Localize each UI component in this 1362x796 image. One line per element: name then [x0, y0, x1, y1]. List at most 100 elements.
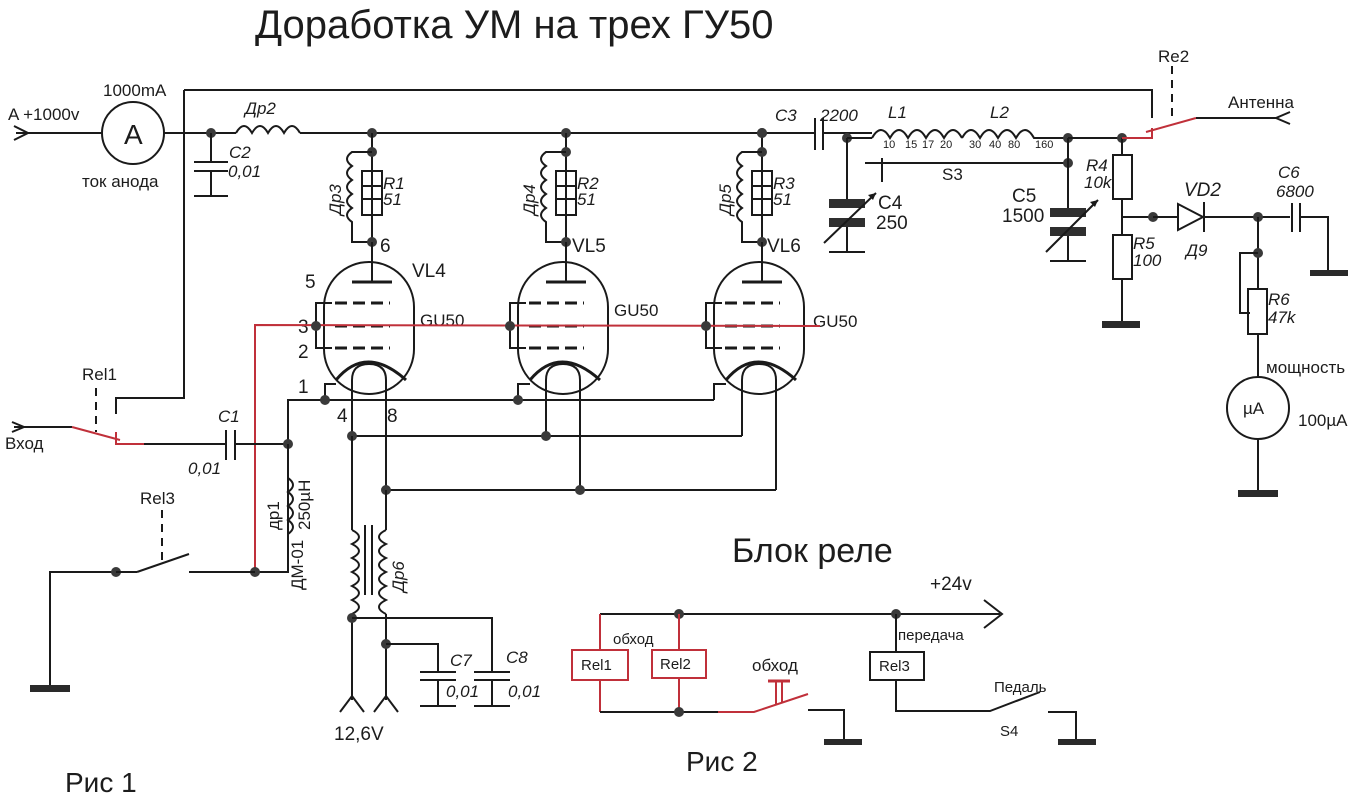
variable-capacitor-c4 — [823, 133, 877, 253]
c7-value: 0,01 — [446, 682, 479, 701]
power-meter: µA — [1226, 376, 1290, 497]
vl4-pin-3: 3 — [298, 317, 309, 338]
tap-30: 30 — [969, 139, 981, 151]
transmit-label: передача — [898, 627, 964, 644]
c7-ref: C7 — [450, 651, 472, 670]
rel1-contact-label: Rel1 — [82, 365, 117, 384]
capacitor-c8 — [352, 617, 510, 707]
c4-value: 250 — [876, 213, 908, 234]
r1-value: 51 — [383, 190, 402, 209]
r1-ref: R1 — [383, 174, 405, 193]
capacitor-c1 — [144, 430, 293, 460]
c1-ref: C1 — [218, 407, 240, 426]
re2-label: Re2 — [1158, 47, 1189, 66]
bypass-bus — [600, 707, 718, 717]
antenna-connector — [1273, 111, 1291, 125]
heater-bus-a — [347, 398, 742, 441]
power-meter-range: 100µA — [1298, 411, 1348, 430]
variable-capacitor-c5 — [1045, 133, 1099, 262]
r3-ref: R3 — [773, 174, 795, 193]
filament-voltage: 12,6V — [334, 724, 384, 745]
c1-value: 0,01 — [188, 459, 221, 478]
dr6-ref: Др6 — [389, 561, 408, 594]
dr4-ref: Др4 — [520, 184, 539, 217]
tap-20: 20 — [940, 139, 952, 151]
relay-contact-rel1 — [71, 388, 144, 445]
capacitor-c6 — [1253, 203, 1348, 276]
power-meter-symbol: µA — [1243, 399, 1265, 418]
vl4-type: GU50 — [420, 311, 464, 330]
pedal-label: Педаль — [994, 679, 1047, 696]
filament-connectors — [339, 694, 399, 713]
c5-ref: C5 — [1012, 186, 1036, 207]
resistor-r5 — [1102, 234, 1140, 328]
r4-ref: R4 — [1086, 156, 1108, 175]
band-switch-s3[interactable] — [865, 158, 1068, 182]
r6-value: 47k — [1268, 308, 1297, 327]
c2-ref: C2 — [229, 143, 251, 162]
ammeter-range-label: 1000mA — [103, 81, 167, 100]
ammeter-symbol: A — [124, 119, 143, 150]
l1-ref: L1 — [888, 103, 907, 122]
tap-80: 80 — [1008, 139, 1020, 151]
power-meter-caption: мощность — [1266, 358, 1345, 377]
c4-ref: C4 — [878, 193, 903, 214]
vl5-type: GU50 — [614, 301, 658, 320]
dr5-ref: Др5 — [716, 184, 735, 217]
choke-dr6 — [349, 436, 389, 700]
tap-15: 15 — [905, 139, 917, 151]
bypass-label: обход — [613, 631, 654, 648]
relay-coil-rel3: Rel3 — [869, 614, 1041, 712]
tap-160: 160 — [1035, 139, 1053, 151]
rel2-coil-label: Rel2 — [660, 656, 691, 673]
vl4-ref: VL4 — [412, 261, 446, 282]
c8-ref: C8 — [506, 648, 528, 667]
capacitor-c7 — [347, 613, 456, 707]
diode-vd2 — [1122, 202, 1290, 232]
capacitor-c2 — [194, 128, 228, 197]
vl6-type: GU50 — [813, 312, 857, 331]
s3-ref: S3 — [942, 165, 963, 184]
tube-vl4 — [315, 242, 415, 398]
bypass-switch[interactable] — [718, 679, 862, 745]
heater-bus-b — [381, 398, 776, 495]
cathode-bus — [287, 383, 726, 572]
anode-input-connector — [13, 125, 102, 141]
r3-value: 51 — [773, 190, 792, 209]
relay-supply-label: +24v — [930, 574, 972, 595]
relay-contact-re2 — [1122, 66, 1278, 139]
l2-ref: L2 — [990, 103, 1009, 122]
antenna-label: Антенна — [1228, 93, 1295, 112]
s4-ref: S4 — [1000, 723, 1018, 740]
tube-vl5 — [509, 242, 609, 490]
vd2-type: Д9 — [1184, 241, 1208, 260]
anode-network-vl5 — [540, 128, 577, 247]
supply-24v-rail — [600, 599, 1004, 629]
vl4-pin-5: 5 — [305, 272, 316, 293]
c3-ref: C3 — [775, 106, 797, 125]
c3-value: 2200 — [819, 106, 858, 125]
c5-value: 1500 — [1002, 206, 1044, 227]
vl5-ref: VL5 — [572, 236, 606, 257]
c6-ref: C6 — [1278, 163, 1300, 182]
potentiometer-r6[interactable] — [1239, 217, 1268, 378]
inductor-l1 — [847, 129, 963, 141]
r2-value: 51 — [577, 190, 596, 209]
r4-value: 10k — [1084, 173, 1113, 192]
tube-vl6 — [705, 242, 805, 490]
r6-ref: R6 — [1268, 290, 1290, 309]
vl4-pin-anode: 6 — [380, 236, 391, 257]
tap-40: 40 — [989, 139, 1001, 151]
anode-ammeter: A — [101, 101, 165, 165]
vl4-pin-4: 4 — [337, 406, 348, 427]
vl4-pin-1: 1 — [298, 377, 309, 398]
pedal-switch-s4[interactable] — [1048, 711, 1096, 745]
tap-10: 10 — [883, 139, 895, 151]
c2-value: 0,01 — [228, 162, 261, 181]
page-title: Доработка УМ на трех ГУ50 — [255, 3, 774, 47]
input-connector — [11, 421, 72, 433]
vd2-ref: VD2 — [1184, 180, 1221, 201]
figure1-label: Рис 1 — [65, 767, 137, 796]
resistor-r4 — [1112, 133, 1133, 235]
coil-taps: 10 15 17 20 30 40 80 160 — [883, 139, 1053, 151]
